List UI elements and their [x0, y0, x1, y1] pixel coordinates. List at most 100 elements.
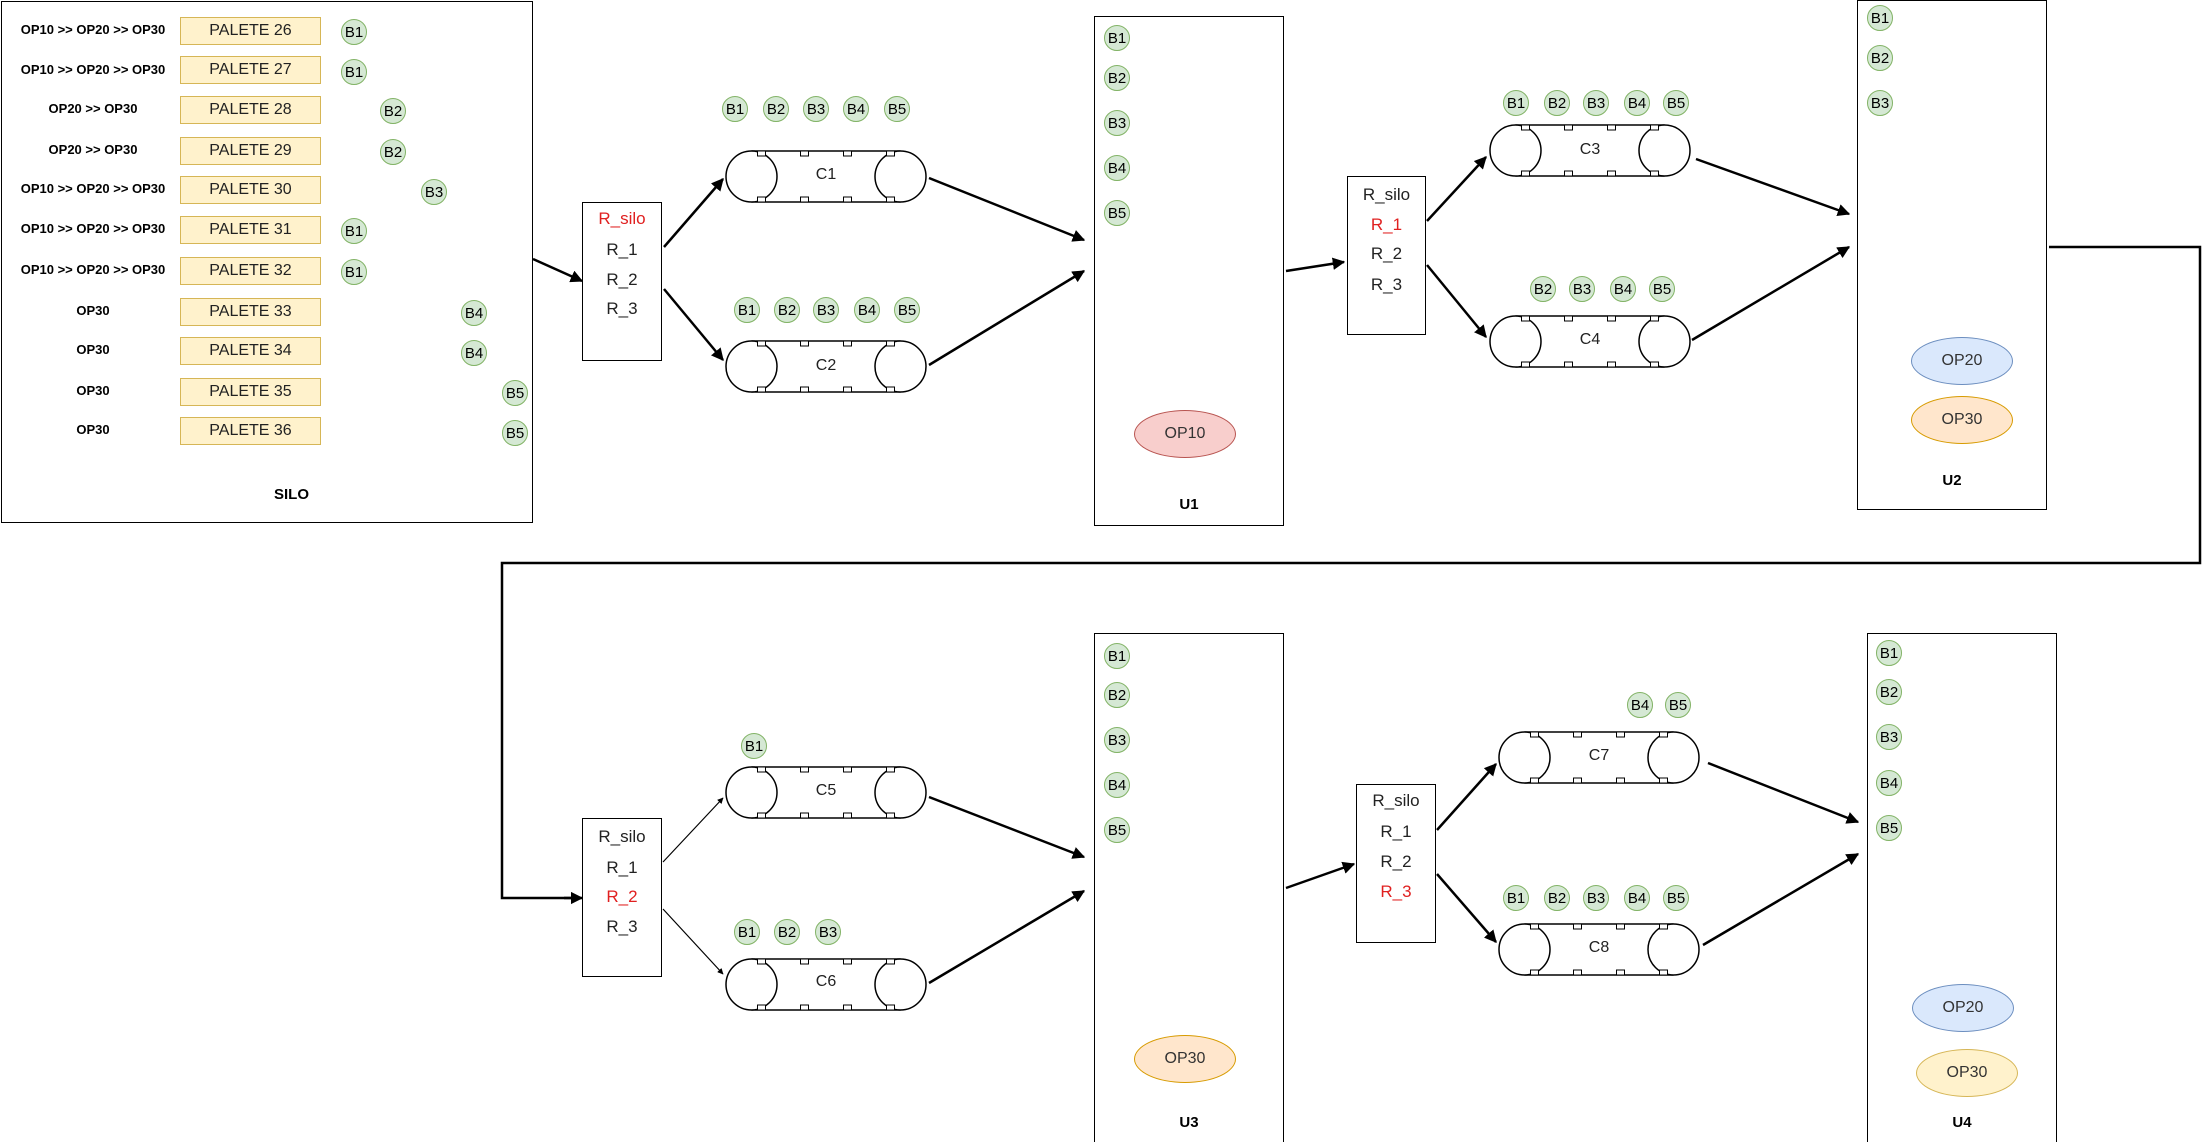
router-item: R_silo — [1362, 185, 1411, 204]
router-item: R_3 — [1380, 882, 1412, 901]
buffer-badge: B3 — [815, 919, 841, 945]
unit-label: U1 — [1179, 496, 1199, 513]
buffer-badge: B3 — [1583, 885, 1609, 911]
buffer-badge: B1 — [1503, 90, 1529, 116]
conveyor-label: C1 — [815, 166, 837, 183]
buffer-badge: B2 — [1876, 679, 1902, 705]
arrow-c8-u4 — [1702, 852, 1860, 947]
arrow-u3-router — [1285, 861, 1356, 890]
arrow-c1-u1 — [928, 176, 1086, 242]
conveyor-label: C5 — [815, 782, 837, 799]
unit-label: U2 — [1942, 472, 1962, 489]
operation-ellipse: OP20 — [1912, 984, 2014, 1032]
router-item: R_3 — [606, 299, 638, 318]
unit-label: U3 — [1179, 1114, 1199, 1131]
sequence-label: OP30 — [76, 303, 110, 318]
buffer-badge: B1 — [741, 733, 767, 759]
buffer-badge: B3 — [813, 297, 839, 323]
buffer-badge: B1 — [341, 19, 367, 45]
buffer-badge: B4 — [854, 297, 880, 323]
unit-box — [1094, 16, 1284, 526]
buffer-badge: B2 — [380, 98, 406, 124]
buffer-badge: B4 — [1610, 276, 1636, 302]
conveyor-c2 — [725, 340, 927, 393]
buffer-badge: B2 — [1867, 45, 1893, 71]
palette-box: PALETE 27 — [180, 56, 321, 84]
conveyor-c4 — [1489, 315, 1691, 368]
buffer-badge: B4 — [1627, 692, 1653, 718]
router-item: R_1 — [606, 240, 638, 259]
palette-box: PALETE 35 — [180, 378, 321, 406]
router-item: R_2 — [606, 270, 638, 289]
buffer-badge: B2 — [774, 297, 800, 323]
buffer-badge: B4 — [1624, 885, 1650, 911]
sequence-label: OP10 >> OP20 >> OP30 — [20, 22, 166, 37]
buffer-badge: B3 — [803, 96, 829, 122]
arrow-u2-router — [500, 245, 2202, 900]
conveyor-label: C3 — [1579, 141, 1601, 158]
palette-box: PALETE 33 — [180, 298, 321, 326]
router-item: R_silo — [598, 827, 646, 846]
sequence-label: OP20 >> OP30 — [48, 142, 138, 157]
buffer-badge: B5 — [502, 380, 528, 406]
conveyor-c1 — [725, 150, 927, 203]
buffer-badge: B3 — [1867, 90, 1893, 116]
arrow-c6-u3 — [928, 889, 1086, 985]
conveyor-c5 — [725, 766, 927, 819]
buffer-badge: B2 — [1544, 90, 1570, 116]
unit-label: U4 — [1952, 1114, 1972, 1131]
arrow-c3-u2 — [1695, 157, 1851, 217]
router-item: R_2 — [1370, 244, 1403, 263]
operation-ellipse: OP30 — [1911, 396, 2013, 444]
sequence-label: OP10 >> OP20 >> OP30 — [20, 262, 166, 277]
palette-box: PALETE 34 — [180, 337, 321, 365]
conveyor-label: C4 — [1579, 331, 1601, 348]
buffer-badge: B1 — [1876, 640, 1902, 666]
palette-box: PALETE 29 — [180, 137, 321, 165]
router-item: R_silo — [1372, 791, 1420, 810]
sequence-label: OP30 — [76, 342, 110, 357]
buffer-badge: B3 — [1104, 110, 1130, 136]
sequence-label: OP30 — [76, 422, 110, 437]
conveyor-c8 — [1498, 923, 1700, 976]
router-item: R_silo — [598, 209, 646, 228]
router-item: R_3 — [1370, 275, 1403, 294]
buffer-badge: B5 — [894, 297, 920, 323]
palette-box: PALETE 26 — [180, 17, 321, 45]
buffer-badge: B1 — [734, 297, 760, 323]
arrow-router-c1 — [663, 178, 724, 248]
palette-box: PALETE 36 — [180, 417, 321, 445]
arrow-silo-router — [532, 257, 584, 283]
buffer-badge: B2 — [1104, 682, 1130, 708]
arrow-router-c8 — [1436, 873, 1497, 943]
buffer-badge: B2 — [380, 139, 406, 165]
sequence-label: OP10 >> OP20 >> OP30 — [20, 221, 166, 236]
sequence-label: OP20 >> OP30 — [48, 101, 138, 116]
arrow-c5-u3 — [928, 795, 1086, 859]
buffer-badge: B4 — [1624, 90, 1650, 116]
buffer-badge: B1 — [1104, 25, 1130, 51]
buffer-badge: B2 — [1104, 65, 1130, 91]
buffer-badge: B1 — [341, 59, 367, 85]
router-item: R_3 — [606, 917, 638, 936]
arrow-c7-u4 — [1707, 761, 1860, 824]
sequence-label: OP10 >> OP20 >> OP30 — [20, 181, 166, 196]
buffer-badge: B3 — [1583, 90, 1609, 116]
arrow-router-c6 — [662, 908, 724, 975]
palette-box: PALETE 30 — [180, 176, 321, 204]
buffer-badge: B5 — [1663, 90, 1689, 116]
buffer-badge: B5 — [1104, 200, 1130, 226]
arrow-router-c3 — [1426, 156, 1487, 222]
router-item: R_2 — [1380, 852, 1412, 871]
conveyor-label: C6 — [815, 973, 837, 990]
buffer-badge: B1 — [341, 218, 367, 244]
router-item: R_1 — [1380, 822, 1412, 841]
buffer-badge: B1 — [722, 96, 748, 122]
buffer-badge: B3 — [1104, 727, 1130, 753]
conveyor-c6 — [725, 958, 927, 1011]
